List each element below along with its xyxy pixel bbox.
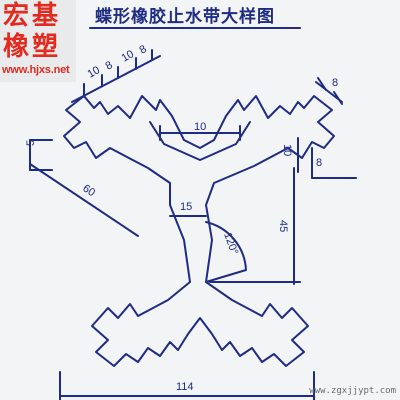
logo-line-1: 宏基 — [3, 1, 62, 31]
label-total-width: 114 — [176, 381, 194, 393]
label-top-rib-1: 10 — [86, 64, 103, 81]
label-height: 45 — [277, 220, 289, 232]
waterstop-outline — [63, 95, 335, 367]
label-top-rib-3: 10 — [120, 48, 137, 65]
logo-line-2: 橡塑 — [3, 32, 62, 62]
label-arm-length: 60 — [80, 182, 97, 199]
label-left-edge: 5 — [25, 140, 37, 146]
label-center-top-gap: 10 — [194, 121, 206, 133]
label-right-arm: 10 — [281, 144, 293, 156]
label-right-top: 8 — [332, 77, 338, 89]
logo-url: www.hjxs.net — [2, 64, 70, 76]
label-right-small: 8 — [316, 157, 322, 169]
dim-line-arm-length — [29, 163, 139, 237]
label-web-width: 15 — [180, 201, 192, 213]
dim-line-top-ribs — [71, 55, 161, 103]
angle-arc — [205, 221, 247, 283]
label-angle: 120° — [221, 231, 240, 256]
watermark-text: www.zgxjjypt.com — [309, 386, 396, 396]
dim-tick — [317, 77, 327, 91]
drawing-title: 蝶形橡胶止水带大样图 — [95, 7, 275, 27]
company-logo: 宏基 橡塑 www.hjxs.net — [0, 0, 76, 82]
label-top-rib-2: 8 — [104, 59, 115, 72]
dim-tick — [333, 91, 343, 105]
label-top-rib-4: 8 — [138, 43, 149, 56]
